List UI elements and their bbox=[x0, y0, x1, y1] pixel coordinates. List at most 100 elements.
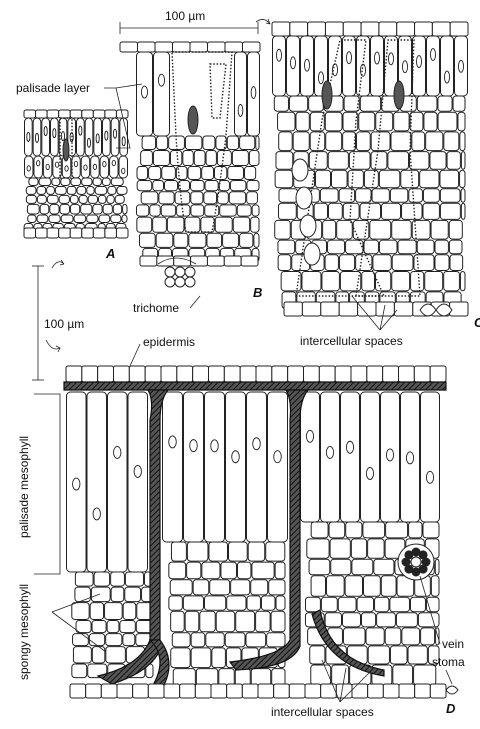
spongy-cell bbox=[439, 202, 461, 220]
palisade-mesophyll-callout: palisade mesophyll bbox=[17, 393, 61, 575]
nucleus bbox=[45, 163, 50, 171]
epidermis-cell bbox=[351, 683, 369, 699]
nucleus bbox=[95, 133, 100, 144]
trichome-cell bbox=[164, 266, 176, 278]
epidermis-cell bbox=[176, 365, 194, 383]
spongy-cell bbox=[417, 612, 440, 628]
epidermis-cell bbox=[288, 683, 306, 699]
nucleus bbox=[43, 126, 48, 137]
spongy-cell bbox=[460, 202, 466, 220]
nucleus bbox=[54, 161, 60, 168]
spongy-cell bbox=[239, 135, 256, 150]
panel-d-letter: D bbox=[446, 701, 456, 716]
nucleus bbox=[187, 105, 199, 135]
spongy-cell bbox=[25, 194, 37, 204]
spongy-cell bbox=[443, 270, 460, 292]
spongy-cell bbox=[350, 538, 368, 559]
spongy-cell bbox=[378, 239, 398, 255]
spongy-cell bbox=[322, 219, 337, 240]
spongy-cell bbox=[71, 602, 90, 620]
spongy-cell bbox=[87, 663, 108, 679]
spongy-cell bbox=[105, 646, 126, 664]
spongy-cell bbox=[326, 575, 345, 597]
spongy-cell bbox=[88, 633, 106, 647]
spongy-cell bbox=[188, 232, 207, 248]
epidermis-cell bbox=[173, 255, 192, 267]
palisade-cell bbox=[360, 391, 380, 523]
spongy-cell bbox=[156, 135, 169, 150]
palisade-cell bbox=[127, 391, 148, 573]
spongy-cell bbox=[46, 194, 59, 204]
spongy-cell bbox=[161, 166, 176, 181]
nucleus bbox=[430, 48, 436, 61]
palisade-cell bbox=[246, 391, 267, 543]
nucleus bbox=[92, 163, 98, 170]
nucleus bbox=[237, 104, 244, 117]
nucleus bbox=[189, 439, 198, 453]
spongy-cell bbox=[253, 232, 260, 248]
panel-c-cells bbox=[271, 21, 469, 317]
palisade-cell bbox=[300, 391, 320, 523]
spongy-cell bbox=[303, 242, 321, 266]
spongy-cell bbox=[397, 239, 417, 255]
spongy-cell bbox=[122, 633, 136, 647]
nucleus bbox=[168, 435, 177, 449]
nucleus bbox=[78, 125, 83, 136]
spongy-cell bbox=[310, 664, 332, 686]
nucleus bbox=[52, 128, 57, 139]
spongy-cell bbox=[292, 131, 310, 152]
palisade-cell bbox=[76, 117, 85, 157]
spongy-cell bbox=[408, 188, 423, 203]
epidermis-cell bbox=[307, 21, 326, 37]
epidermis-cell bbox=[223, 255, 242, 267]
epidermis-cell bbox=[172, 41, 191, 53]
spongy-cell bbox=[91, 646, 106, 664]
spongy-cell bbox=[345, 239, 364, 255]
spongy-cell bbox=[416, 239, 435, 255]
epidermis-label: epidermis bbox=[143, 335, 195, 349]
scale-left-label: 100 µm bbox=[44, 317, 84, 331]
epidermis-cell bbox=[318, 365, 336, 383]
spongy-cell bbox=[158, 191, 175, 205]
spongy-cell bbox=[39, 203, 50, 215]
spongy-cell bbox=[136, 216, 153, 233]
spongy-cell bbox=[193, 149, 206, 167]
scale-bar-left: 100 µm bbox=[32, 265, 84, 381]
epidermis-cell bbox=[449, 301, 469, 317]
spongy-cell bbox=[378, 169, 401, 189]
connector-arrow-b-to-c bbox=[255, 18, 271, 25]
spongy-cell bbox=[363, 575, 381, 597]
spongy-cell bbox=[273, 95, 289, 112]
spongy-cell bbox=[152, 149, 170, 167]
spongy-cell bbox=[410, 270, 425, 292]
spongy-cell bbox=[457, 111, 466, 132]
epidermis-cell bbox=[100, 683, 118, 699]
spongy-cell bbox=[359, 202, 382, 220]
spongy-cell bbox=[430, 575, 440, 597]
epidermis-cell bbox=[156, 255, 175, 267]
vein-callout: vein bbox=[419, 575, 464, 651]
epidermis-cell bbox=[92, 227, 106, 239]
spongy-cell bbox=[390, 131, 412, 152]
spongy-cell bbox=[342, 627, 366, 646]
spongy-cell bbox=[434, 558, 440, 576]
nucleus bbox=[111, 159, 116, 167]
spongy-cell bbox=[26, 203, 40, 215]
spongy-cell bbox=[71, 663, 88, 679]
spongy-cell bbox=[275, 595, 286, 611]
spongy-cell bbox=[342, 111, 359, 132]
palisade-cell bbox=[204, 391, 225, 543]
trichome-base bbox=[157, 257, 197, 265]
epidermis-cell bbox=[147, 683, 165, 699]
nucleus bbox=[345, 440, 355, 454]
spongy-cell bbox=[114, 194, 125, 204]
spongy-cell bbox=[304, 596, 321, 613]
spongy-cell bbox=[385, 521, 409, 539]
spongy-cell bbox=[184, 610, 200, 633]
spongy-cell bbox=[367, 645, 390, 665]
spongy-cell bbox=[178, 180, 191, 192]
spongy-cell bbox=[278, 188, 299, 203]
epidermis-cell bbox=[241, 683, 259, 699]
spongy-cell bbox=[369, 219, 392, 240]
spongy-cell bbox=[215, 135, 227, 150]
